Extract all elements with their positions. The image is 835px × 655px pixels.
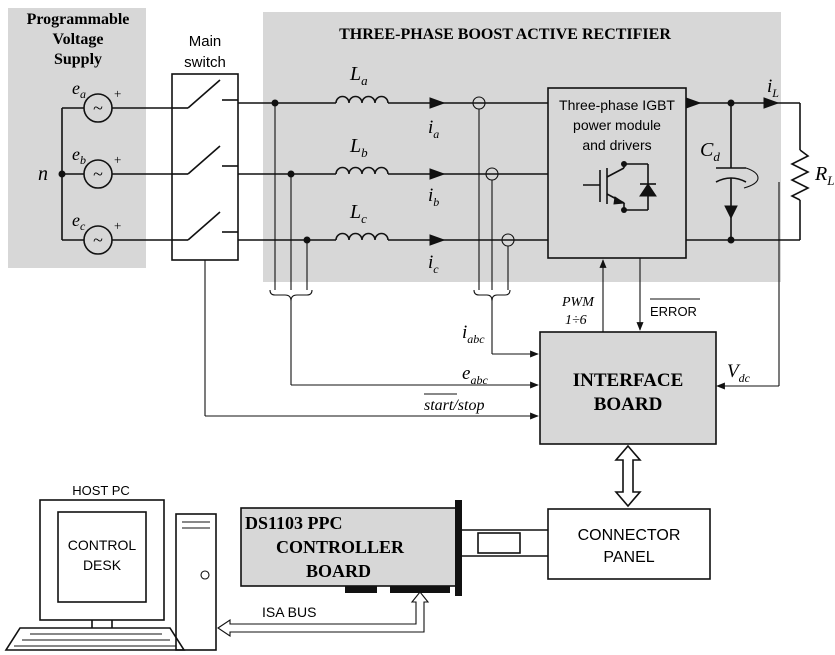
svg-text:Lb: Lb — [349, 135, 368, 160]
pwm-label-line2: 1÷6 — [565, 313, 587, 328]
supply-title-line1: Programmable — [27, 11, 130, 28]
main-switch-label-line1: Main — [189, 33, 222, 50]
interface-inputs — [204, 260, 539, 420]
dc-capacitor — [715, 103, 759, 240]
svg-text:+: + — [114, 86, 121, 101]
isa-bus-label: ISA BUS — [262, 604, 316, 620]
interface-board-line2: BOARD — [594, 394, 663, 415]
connector-panel — [547, 508, 711, 580]
connector-panel-line2: PANEL — [603, 549, 654, 566]
current-arrows — [429, 97, 446, 246]
interface-connector-link — [614, 444, 642, 508]
current-label-a: ia — [428, 117, 439, 141]
start-stop-label: start/stop — [424, 397, 484, 414]
host-pc-label: HOST PC — [72, 483, 130, 498]
svg-text:eb: eb — [72, 144, 86, 167]
main-switch-contacts — [172, 79, 238, 241]
load-label: RL — [814, 163, 834, 188]
current-label-c: ic — [428, 252, 439, 276]
capacitor-label: Cd — [700, 139, 720, 164]
pwm-error-wires — [599, 258, 644, 332]
controller-cable — [458, 529, 548, 557]
inductor-a: La — [335, 63, 389, 104]
controller-line3: BOARD — [306, 561, 371, 581]
load-resistor — [790, 103, 810, 240]
svg-text:~: ~ — [93, 98, 103, 118]
vdc-feedback — [716, 182, 780, 390]
svg-text:La: La — [349, 63, 368, 88]
neutral-label: n — [38, 163, 48, 185]
isa-bus-arrow — [217, 591, 430, 638]
svg-text:+: + — [114, 152, 121, 167]
load-current-label: iL — [767, 76, 779, 100]
vdc-label: Vdc — [727, 361, 751, 385]
svg-text:~: ~ — [93, 230, 103, 250]
host-pc-keyboard — [4, 627, 186, 651]
phase-lines — [238, 102, 548, 241]
source-b: ~ eb + — [72, 144, 172, 189]
igbt-label-line2: power module — [573, 117, 661, 133]
interface-board-line1: INTERFACE — [573, 370, 684, 391]
controller-board — [240, 500, 462, 596]
current-label-b: ib — [428, 185, 439, 209]
eabc-label: eabc — [462, 363, 488, 387]
control-desk-line2: DESK — [83, 557, 122, 573]
controller-line2: CONTROLLER — [276, 537, 405, 557]
supply-title-line3: Supply — [54, 51, 102, 68]
rectifier-title: THREE-PHASE BOOST ACTIVE RECTIFIER — [339, 26, 671, 43]
svg-text:+: + — [114, 218, 121, 233]
pwm-label-line1: PWM — [561, 295, 595, 310]
supply-panel — [8, 8, 146, 268]
main-switch-label-line2: switch — [184, 54, 226, 71]
svg-text:ea: ea — [72, 78, 86, 101]
source-a: ~ ea + — [72, 78, 172, 123]
svg-text:~: ~ — [93, 164, 103, 184]
host-pc-monitor — [39, 499, 165, 628]
error-label: ERROR — [650, 304, 697, 319]
voltage-taps — [269, 99, 313, 385]
inductor-c: Lc — [335, 201, 389, 241]
igbt-label-line3: and drivers — [582, 137, 651, 153]
host-pc-tower — [175, 513, 217, 651]
inductor-b: Lb — [335, 135, 389, 175]
control-desk-line1: CONTROL — [68, 537, 137, 553]
connector-panel-line1: CONNECTOR — [578, 527, 681, 544]
svg-text:Lc: Lc — [349, 201, 367, 226]
igbt-label-line1: Three-phase IGBT — [559, 97, 675, 113]
igbt-module-box — [547, 87, 687, 259]
controller-line1: DS1103 PPC — [245, 513, 343, 533]
interface-board — [539, 331, 717, 445]
iabc-label: iabc — [462, 322, 485, 346]
source-c: ~ ec + — [72, 210, 172, 255]
current-sensor-leads — [473, 109, 511, 354]
neutral-bus — [58, 107, 84, 241]
svg-text:ec: ec — [72, 210, 86, 233]
igbt-symbol — [583, 161, 657, 213]
supply-title-line2: Voltage — [53, 31, 104, 48]
